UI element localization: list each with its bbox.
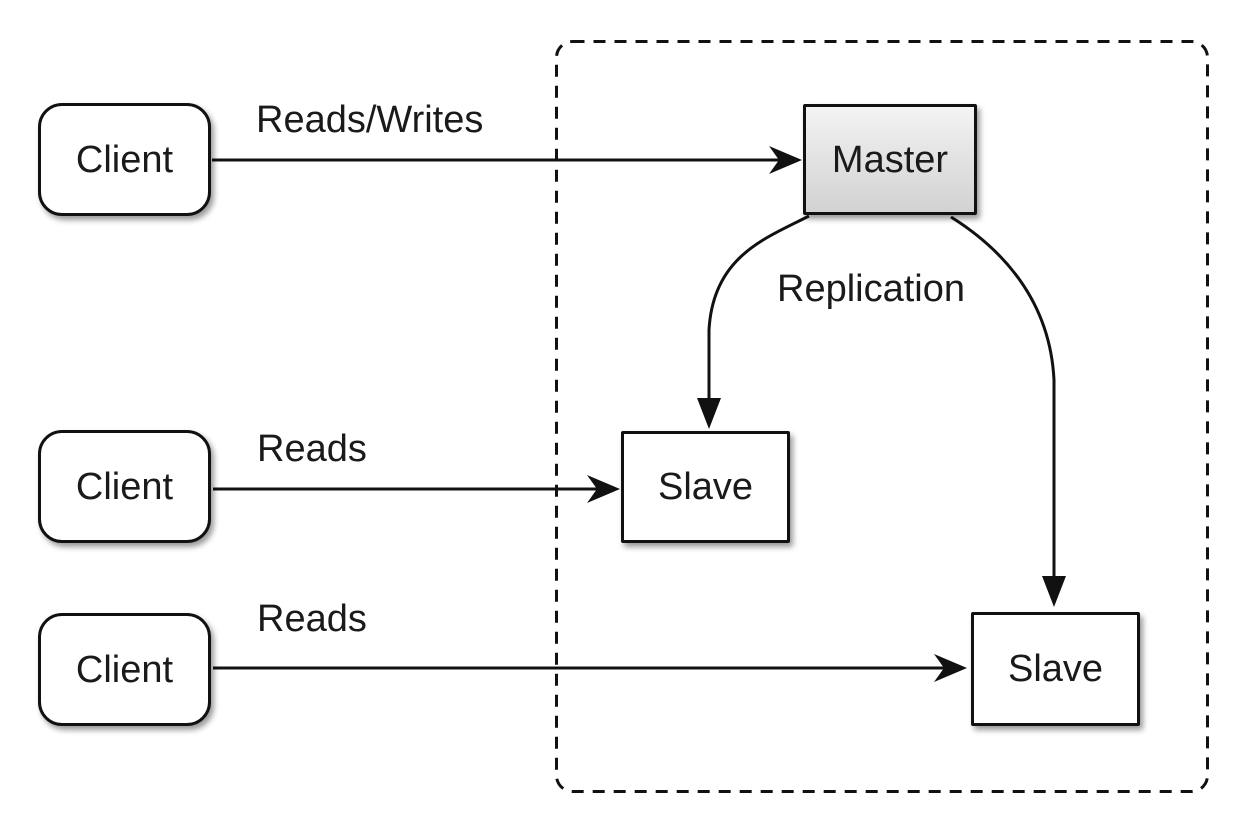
edge-master-slave-left-curve [707,214,810,399]
edge-label-reads-bottom: Reads [257,598,367,640]
node-client-middle: Client [38,430,211,543]
edge-master-slave-right-curve [950,215,1056,576]
node-slave-right-label: Slave [1007,648,1104,690]
edge-master-slave-left-arrowhead-icon [697,398,721,429]
node-master-label: Master [831,138,949,181]
edge-client-middle-slave-left-arrowhead-icon [587,475,620,503]
node-slave-left: Slave [621,431,790,543]
edge-master-slave-right-arrowhead-icon [1042,576,1066,607]
node-slave-right: Slave [971,612,1140,726]
node-client-top-label: Client [75,138,174,181]
edge-client-top-master-arrowhead-icon [769,146,802,174]
edge-label-replication: Replication [777,268,965,310]
edge-label-reads-writes: Reads/Writes [256,99,484,141]
node-client-middle-label: Client [75,465,174,508]
node-slave-left-label: Slave [657,466,754,508]
edge-client-bottom-slave-right-arrowhead-icon [934,654,967,682]
node-client-bottom-label: Client [75,648,174,691]
node-client-top: Client [38,103,211,216]
edge-label-reads-middle: Reads [257,428,367,470]
node-client-bottom: Client [38,613,211,726]
node-master: Master [803,104,977,215]
